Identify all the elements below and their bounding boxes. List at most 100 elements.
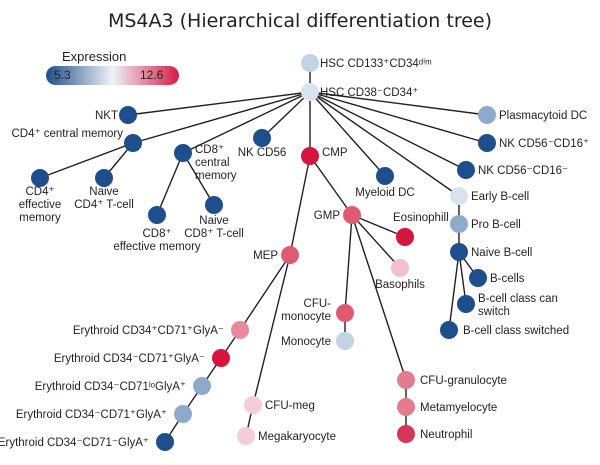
node-cmp bbox=[301, 147, 319, 165]
node-cd8em bbox=[148, 206, 166, 224]
label-bcsw: B-cell class switched bbox=[463, 325, 569, 337]
edge-naiveb-bcsw bbox=[448, 251, 460, 331]
label-cfugran: CFU-granulocyte bbox=[420, 375, 507, 387]
label-naiveb: Naive B-cell bbox=[471, 247, 532, 259]
node-myeloiddc bbox=[376, 167, 394, 185]
edge-hsc38-cd4cm bbox=[132, 91, 311, 144]
node-bcells bbox=[469, 269, 487, 287]
label-nk16m: NK CD56⁻CD16⁻ bbox=[478, 165, 568, 177]
label-ery5: Erythroid CD34⁻CD71⁻GlyA⁺ bbox=[0, 437, 149, 449]
node-megakaryocyte bbox=[237, 427, 255, 445]
label-ery3: Erythroid CD34⁻CD71ˡᵒGlyA⁺ bbox=[35, 381, 186, 393]
label-mep: MEP bbox=[253, 250, 278, 262]
label-nkcd56: NK CD56 bbox=[238, 147, 287, 159]
edge-cd8cm-cd8em bbox=[156, 152, 184, 216]
node-mep bbox=[281, 246, 299, 264]
edge-gmp-cfugran bbox=[351, 214, 407, 381]
edge-hsc38-nk16m bbox=[309, 91, 467, 171]
node-cd8cm bbox=[174, 144, 192, 162]
legend-color-bar bbox=[46, 66, 179, 85]
label-prob: Pro B-cell bbox=[471, 219, 521, 231]
label-ery1: Erythroid CD34⁺CD71⁺GlyA⁻ bbox=[73, 325, 224, 337]
label-gmp: GMP bbox=[314, 210, 341, 222]
node-gmp bbox=[343, 206, 361, 224]
node-earlyb bbox=[450, 187, 468, 205]
node-ery1 bbox=[231, 321, 249, 339]
label-monocyte: Monocyte bbox=[281, 336, 331, 348]
edge-gmp-eosinophil bbox=[351, 214, 406, 238]
edge-hsc38-earlyb bbox=[309, 91, 460, 197]
label-metamyelo: Metamyelocyte bbox=[420, 402, 497, 414]
edge-hsc38-nkt bbox=[127, 91, 311, 116]
legend-min-value: 5.3 bbox=[54, 68, 71, 82]
node-cfumono bbox=[336, 304, 354, 322]
node-bcsc bbox=[457, 295, 475, 313]
edge-cd4cm-cd4em bbox=[39, 142, 134, 179]
label-myeloiddc: Myeloid DC bbox=[355, 187, 414, 199]
tree-nodes bbox=[31, 54, 496, 451]
diagram-title: MS4A3 (Hierarchical differentiation tree… bbox=[107, 10, 493, 32]
node-basophils bbox=[391, 259, 409, 277]
node-metamyelo bbox=[397, 398, 415, 416]
node-neutrophil bbox=[397, 425, 415, 443]
legend-max-value: 12.6 bbox=[140, 68, 164, 82]
node-eosinophil bbox=[396, 228, 414, 246]
node-nk16m bbox=[457, 161, 475, 179]
node-ery4 bbox=[174, 405, 192, 423]
legend-label: Expression bbox=[62, 49, 127, 64]
label-neutrophil: Neutrophil bbox=[420, 429, 472, 441]
edge-gmp-cfumono bbox=[344, 214, 353, 314]
node-nkcd56 bbox=[253, 129, 271, 147]
edge-mep-cfumeg bbox=[252, 254, 291, 406]
node-cd4naive bbox=[95, 169, 113, 187]
node-pdc bbox=[478, 106, 496, 124]
edge-gmp-basophils bbox=[351, 214, 401, 269]
tree-edges bbox=[39, 63, 488, 443]
node-cd4em bbox=[31, 169, 49, 187]
label-nkt: NKT bbox=[95, 110, 118, 122]
label-eosinophil: Eosinophill bbox=[393, 212, 449, 224]
label-bcells: B-cells bbox=[490, 273, 525, 285]
edge-hsc38-nkcd56 bbox=[261, 91, 311, 139]
node-hsc38 bbox=[301, 83, 319, 101]
node-naiveb bbox=[450, 243, 468, 261]
label-cmp: CMP bbox=[322, 147, 348, 159]
node-ery2 bbox=[212, 349, 230, 367]
label-hsc133: HSC CD133⁺CD34ᵈⁱᵐ bbox=[320, 58, 432, 70]
node-ery3 bbox=[193, 377, 211, 395]
label-cd8em: CD8⁺effective memory bbox=[113, 228, 201, 253]
node-ery5 bbox=[156, 433, 174, 451]
label-cfumeg: CFU-meg bbox=[265, 400, 315, 412]
label-ery4: Erythroid CD34⁻CD71⁺GlyA⁺ bbox=[16, 409, 167, 421]
node-cfumeg bbox=[244, 396, 262, 414]
label-cfumono: CFU-monocyte bbox=[281, 298, 331, 323]
edge-hsc38-pdc bbox=[309, 91, 488, 116]
edge-hsc38-nk16p bbox=[309, 91, 488, 144]
label-cd4cm: CD4⁺ central memory bbox=[11, 128, 123, 140]
node-cd8naive bbox=[205, 196, 223, 214]
label-hsc38: HSC CD38⁻CD34⁺ bbox=[320, 87, 418, 99]
edge-cd8cm-cd8naive bbox=[182, 152, 215, 206]
node-cfugran bbox=[397, 371, 415, 389]
node-cd4cm bbox=[124, 134, 142, 152]
edge-mep-ery1 bbox=[239, 254, 291, 331]
label-nk16p: NK CD56⁻CD16⁺ bbox=[499, 138, 589, 150]
node-bcsw bbox=[440, 321, 458, 339]
edge-hsc38-myeloiddc bbox=[309, 91, 386, 177]
label-pdc: Plasmacytoid DC bbox=[499, 110, 587, 122]
edge-hsc38-cd8cm bbox=[182, 91, 311, 154]
label-ery2: Erythroid CD34⁻CD71⁺GlyA⁻ bbox=[54, 353, 205, 365]
node-nkt bbox=[119, 106, 137, 124]
label-basophils: Basophils bbox=[375, 279, 425, 291]
node-prob bbox=[450, 215, 468, 233]
node-monocyte bbox=[336, 332, 354, 350]
label-earlyb: Early B-cell bbox=[471, 191, 529, 203]
label-megakaryocyte: Megakaryocyte bbox=[258, 431, 336, 443]
